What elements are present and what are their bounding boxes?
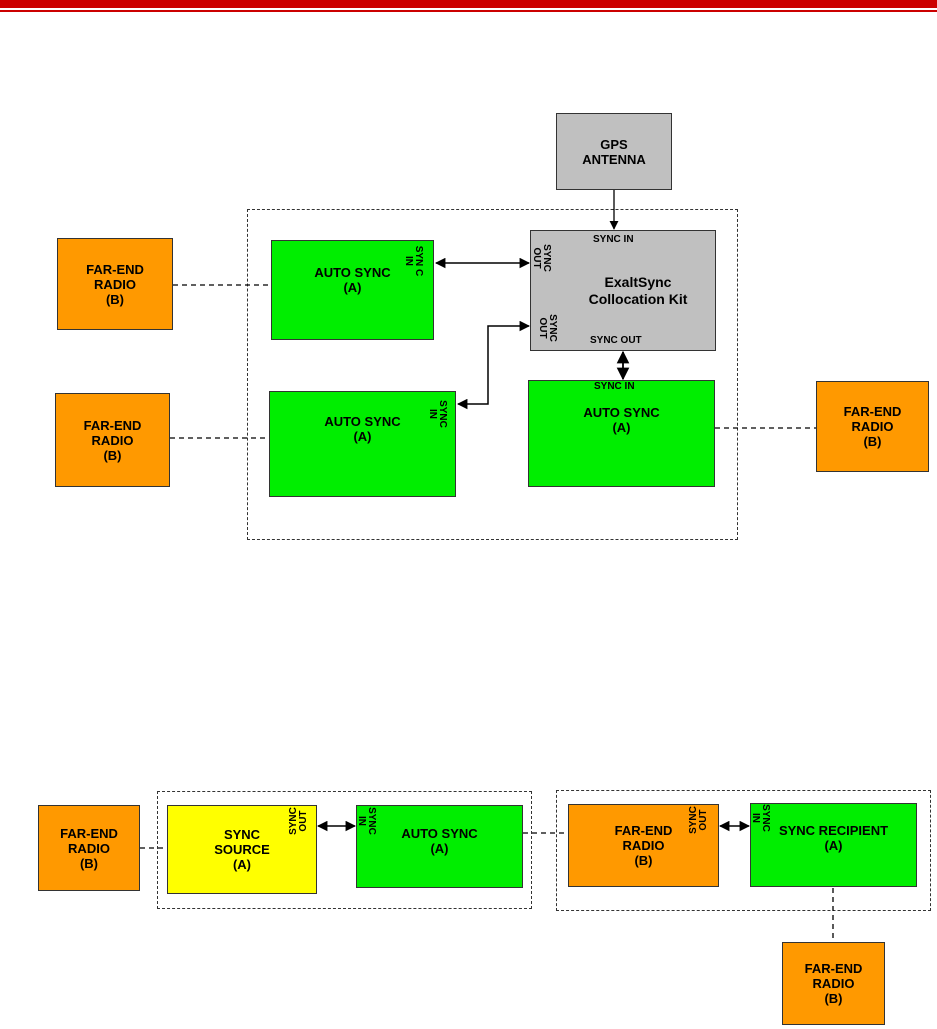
far1-line2: RADIO [94, 276, 136, 292]
gps-line2: ANTENNA [582, 151, 646, 167]
collocation-kit-box: ExaltSync Collocation Kit [530, 230, 716, 351]
far-end-radio-3-box: FAR-END RADIO (B) [816, 381, 929, 472]
kit-line1: ExaltSync [604, 273, 672, 290]
far-bottom-line1: FAR-END [804, 961, 863, 976]
auto3-line1: AUTO SYNC [583, 404, 660, 420]
far1-line3: (B) [105, 291, 125, 307]
far-end-radio-bottom-box: FAR-END RADIO (B) [782, 942, 885, 1025]
auto-sync-1-box: AUTO SYNC (A) [271, 240, 434, 340]
d2-auto-line2: (A) [430, 840, 449, 856]
far3-line3: (B) [863, 434, 882, 449]
far-left-line2: RADIO [68, 840, 110, 856]
kit-line2: Collocation Kit [588, 290, 688, 307]
far-end-radio-1-box: FAR-END RADIO (B) [57, 238, 173, 330]
auto3-port-label: SYNC IN [594, 381, 635, 392]
kit-sync-out-bottom-label: SYNC OUT [590, 335, 642, 346]
far2-line3: (B) [103, 447, 122, 463]
far3-line1: FAR-END [843, 404, 902, 419]
auto-sync-d2-box: AUTO SYNC (A) [356, 805, 523, 888]
source-line1: SYNC [223, 827, 261, 842]
recipient-line1: SYNC RECIPIENT [778, 823, 889, 838]
far-mid-line1: FAR-END [614, 823, 673, 838]
d2-auto-line1: AUTO SYNC [401, 825, 478, 841]
far-end-radio-2-box: FAR-END RADIO (B) [55, 393, 170, 487]
sync-source-site-boundary [157, 791, 532, 909]
far-mid-line2: RADIO [622, 838, 665, 853]
far3-line2: RADIO [851, 419, 894, 434]
header-rule [0, 10, 937, 12]
kit-sync-in-label: SYNC IN [593, 234, 634, 245]
sync-recipient-box: SYNC RECIPIENT (A) [750, 803, 917, 887]
auto1-line2: (A) [343, 280, 362, 295]
far-left-line1: FAR-END [60, 825, 118, 841]
far-bottom-line2: RADIO [812, 976, 855, 991]
auto3-line2: (A) [612, 419, 631, 435]
header-bar [0, 0, 937, 8]
far-end-radio-left-box: FAR-END RADIO (B) [38, 805, 140, 891]
auto2-line2: (A) [353, 429, 372, 444]
gps-antenna-box: GPS ANTENNA [556, 113, 672, 190]
auto2-kit-arrow [456, 320, 531, 410]
source-line2: SOURCE [214, 842, 270, 857]
auto2-line1-text: AUTO SYNC [324, 414, 401, 429]
far-left-line3: (B) [79, 855, 99, 871]
sync-recipient-site-boundary [556, 790, 931, 911]
far2-line2: RADIO [91, 432, 134, 448]
source-line3: (A) [232, 857, 252, 872]
recipient-line2: (A) [824, 838, 843, 853]
collocation-site-boundary [247, 209, 738, 540]
far-bottom-line3: (B) [824, 991, 843, 1006]
sync-source-box: SYNC SOURCE (A) [167, 805, 317, 894]
far-end-radio-mid-box: FAR-END RADIO (B) [568, 804, 719, 887]
auto-sync-2-box: AUTO SYNC (A) [269, 391, 456, 497]
far2-line1: FAR-END [83, 417, 142, 433]
far-mid-line3: (B) [634, 853, 653, 868]
far1-line1: FAR-END [86, 261, 144, 277]
auto-sync-3-box: AUTO SYNC (A) [528, 380, 715, 487]
gps-line1: GPS [600, 136, 628, 152]
auto1-line1: AUTO SYNC [314, 265, 391, 280]
